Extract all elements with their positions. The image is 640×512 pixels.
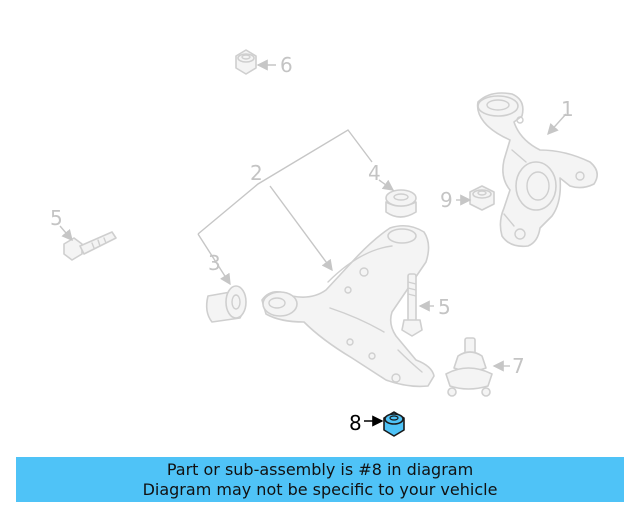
part-7-ball-joint [445, 337, 493, 397]
callout-5-left: 5 [50, 206, 63, 230]
banner-line-2: Diagram may not be specific to your vehi… [142, 479, 498, 499]
part-5-bolt-right [401, 273, 423, 337]
leader-2 [269, 185, 333, 272]
callout-9: 9 [440, 188, 453, 212]
info-banner: Part or sub-assembly is #8 in diagram Di… [16, 457, 624, 502]
part-3-bushing [205, 285, 247, 323]
callout-5-right: 5 [438, 295, 451, 319]
bracket-2 [197, 129, 373, 235]
banner-line-1: Part or sub-assembly is #8 in diagram [166, 459, 474, 479]
part-2-control-arm [261, 224, 435, 388]
part-4-bushing [385, 189, 417, 218]
callout-6: 6 [280, 53, 293, 77]
leader-4 [378, 179, 395, 191]
callout-2: 2 [250, 161, 263, 185]
part-5-bolt-left [63, 231, 117, 261]
callout-4: 4 [368, 161, 381, 185]
part-6-nut [235, 49, 257, 75]
leader-1 [547, 113, 567, 136]
callout-3: 3 [208, 251, 221, 275]
part-9-nut [469, 185, 495, 211]
callout-7: 7 [512, 354, 525, 378]
part-1-steering-knuckle [476, 92, 598, 248]
callout-1: 1 [561, 97, 574, 121]
part-8-nut-highlighted[interactable] [383, 411, 405, 437]
callout-8: 8 [349, 411, 362, 435]
leader-5-left [59, 225, 73, 242]
leader-3 [197, 233, 231, 286]
